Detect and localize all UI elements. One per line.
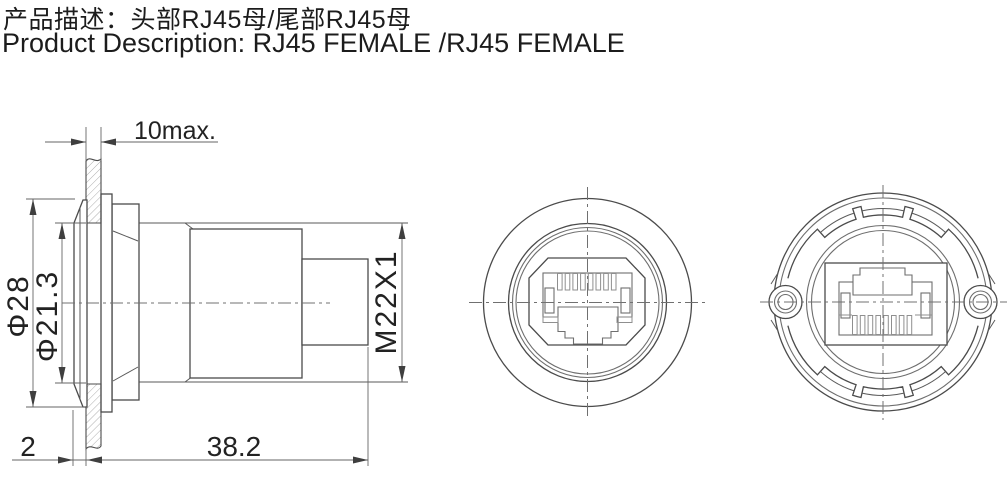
dim-label-hole-diameter: Φ21.3 [31,270,64,362]
dim-panel-thickness [45,127,218,161]
rear-notch-ledges [820,208,946,396]
rear-view [760,185,1007,420]
dim-label-panel-thickness: 10max. [134,117,216,145]
rear-right-slot [920,292,931,319]
front-view [469,187,707,419]
rear-contact-teeth [852,315,913,335]
locknut [111,203,140,401]
dim-thread [398,223,406,382]
front-right-slot [620,287,631,314]
dim-lengths [12,347,369,466]
product-description-zh: 产品描述：头部RJ45母/尾部RJ45母 [3,6,412,34]
panel-upper [85,157,102,224]
dim-label-flange-diameter: Φ28 [2,274,35,337]
front-contact-teeth [557,273,617,291]
rear-jack-block [301,258,369,346]
side-section-view [12,127,408,466]
rear-left-slot [840,292,851,319]
front-left-slot [544,287,555,314]
product-description-en: Product Description: RJ45 FEMALE /RJ45 F… [2,28,625,58]
thread-edge-lines [139,222,408,383]
front-right-ledge [616,316,633,323]
panel-lower [85,383,102,451]
dim-label-thread: M22X1 [370,249,403,354]
dim-label-body-length: 38.2 [207,431,262,462]
front-left-ledge [542,316,559,323]
dim-flange-diameter [26,198,85,408]
dim-label-bezel-depth: 2 [20,431,36,462]
locknut-chamfers [112,230,139,382]
